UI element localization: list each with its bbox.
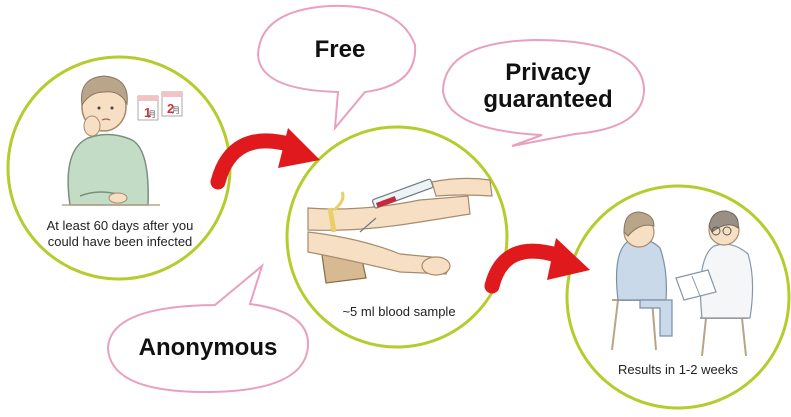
step-3-caption: Results in 1-2 weeks xyxy=(618,362,738,378)
anonymous-bubble xyxy=(108,266,308,392)
anonymous-bubble-label: Anonymous xyxy=(126,334,290,361)
step-2-caption: ~5 ml blood sample xyxy=(325,304,473,320)
arrow-step1-to-step2 xyxy=(218,128,320,182)
calendar-unit-1: 月 xyxy=(148,110,156,119)
free-bubble xyxy=(258,6,415,128)
calendar-unit-2: 月 xyxy=(172,106,180,115)
free-bubble-label: Free xyxy=(290,36,390,63)
step-1-caption: At least 60 days after you could have be… xyxy=(42,218,198,250)
privacy-bubble-label: Privacy guaranteed xyxy=(478,59,618,113)
